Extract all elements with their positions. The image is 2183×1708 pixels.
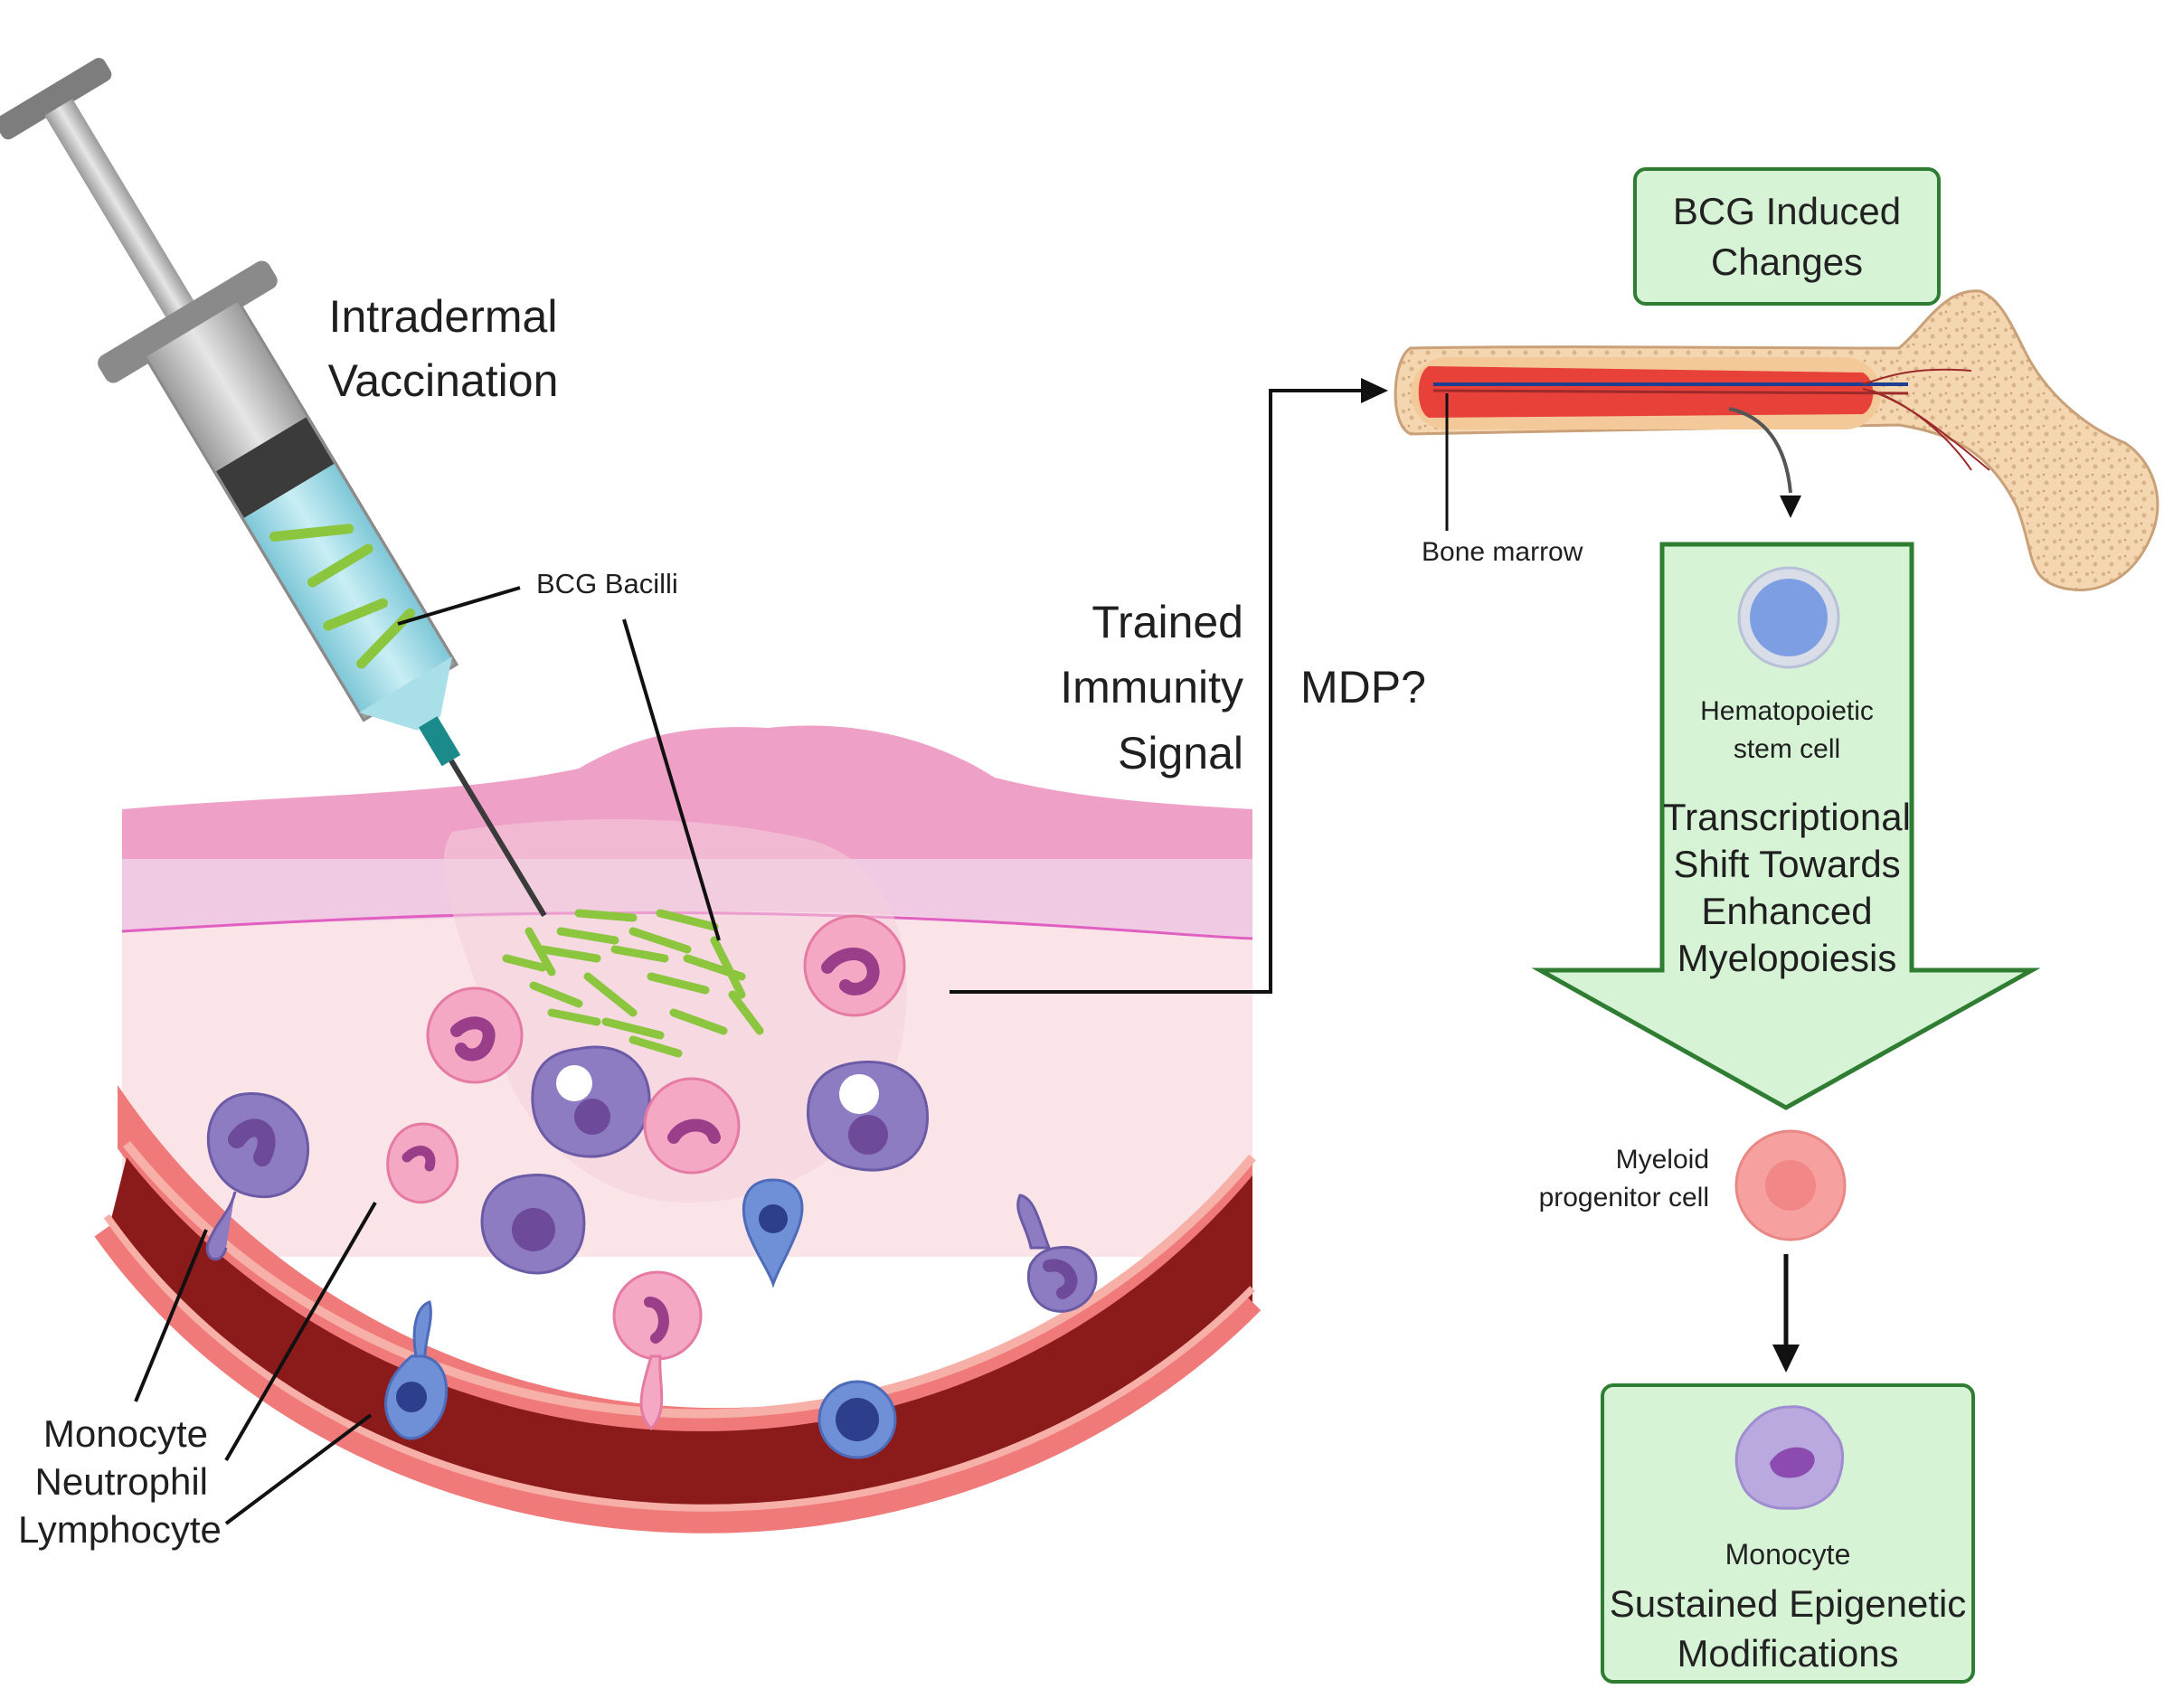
signal-line-trained: Trained xyxy=(1092,597,1243,647)
vacuole xyxy=(839,1074,879,1114)
lymphocyte-nucleus xyxy=(396,1382,427,1412)
header-box-line1: BCG Induced xyxy=(1672,190,1902,232)
syringe-tip xyxy=(359,656,452,731)
arrow-text-line4: Myelopoiesis xyxy=(1677,937,1897,979)
neutrophil-nucleus xyxy=(667,1118,721,1144)
monocyte-icon xyxy=(1734,1405,1844,1510)
neutrophil-cell xyxy=(426,986,524,1084)
curved-arrow xyxy=(1728,407,1792,494)
syringe-plunger-cap xyxy=(0,58,112,140)
myeloid-label-line1: Myeloid xyxy=(1615,1145,1709,1175)
arrowhead-icon xyxy=(1780,495,1801,518)
monocyte-tail xyxy=(1016,1194,1052,1250)
syringe-needle xyxy=(449,759,547,918)
bone-vessel-branches xyxy=(1862,368,1990,471)
trained-immunity-arrow xyxy=(950,389,1366,994)
syringe xyxy=(0,58,547,918)
monocyte-nucleus xyxy=(512,1208,555,1251)
monocyte-nucleus xyxy=(228,1118,276,1166)
hsc-label-line1: Hematopoietic xyxy=(1700,696,1874,726)
arrow-text-line3: Enhanced xyxy=(1701,890,1873,932)
neutrophil-nucleus xyxy=(821,948,880,996)
title-vaccination: Vaccination xyxy=(327,355,559,406)
bcg-bacilli-leader-syringe xyxy=(397,586,521,626)
syringe-flange xyxy=(98,260,278,383)
monocyte-tail xyxy=(205,1191,237,1260)
bcg-bacilli-label: BCG Bacilli xyxy=(536,568,678,599)
lymphocyte-nucleus xyxy=(759,1204,788,1233)
lymphocyte-tail xyxy=(412,1300,432,1358)
vessel-inner-wall-top xyxy=(123,1140,1256,1419)
lymphocyte-nucleus xyxy=(836,1398,879,1441)
syringe-liquid xyxy=(243,463,451,712)
tissue-cells xyxy=(205,914,1098,1459)
epidermis-bump xyxy=(122,725,1252,859)
vessel-lower-wall-inner xyxy=(103,1213,1255,1512)
bone-vessel xyxy=(1432,389,1909,395)
neutrophil-tail xyxy=(639,1354,664,1431)
skin-tissue xyxy=(121,725,1253,1257)
neutrophil-cell xyxy=(803,914,906,1017)
bcg-bacilli-cluster xyxy=(502,909,764,1058)
arrow-text-line2: Shift Towards xyxy=(1673,843,1901,885)
neutrophil-nucleus xyxy=(450,1016,496,1062)
femur-bone xyxy=(1394,289,2159,591)
vacuole xyxy=(556,1065,592,1101)
monocyte-nucleus xyxy=(574,1099,610,1135)
syringe-plunger-rod xyxy=(44,99,199,326)
myeloid-progenitor-nucleus xyxy=(1765,1160,1816,1211)
bone-marrow-label: Bone marrow xyxy=(1422,537,1583,567)
arrowhead-icon xyxy=(1361,378,1388,403)
bcg-induced-changes-box: BCG Induced Changes xyxy=(1633,167,1941,306)
neutrophil-nucleus xyxy=(644,1297,669,1344)
leader-lines-left xyxy=(134,586,721,1525)
neutrophil-cell xyxy=(612,1270,703,1361)
hsc-label-line2: stem cell xyxy=(1733,734,1841,764)
header-box-line2: Changes xyxy=(1710,241,1864,283)
monocyte-cell xyxy=(1026,1245,1098,1313)
cell-label-monocyte: Monocyte xyxy=(43,1412,208,1455)
syringe-hub xyxy=(418,716,461,767)
bcg-bacilli-leader-tissue xyxy=(622,618,721,941)
neutrophil-cell xyxy=(386,1122,459,1204)
myelopoiesis-arrow xyxy=(1531,542,2041,1110)
hsc-nucleus xyxy=(1750,579,1828,656)
lymphocyte-leader xyxy=(224,1413,373,1525)
monocyte-label: Monocyte xyxy=(1725,1538,1851,1571)
monocyte-nucleus xyxy=(848,1115,888,1155)
monocyte-nucleus xyxy=(1043,1259,1078,1299)
neutrophil-leader xyxy=(224,1201,377,1462)
arrowhead-icon xyxy=(1772,1345,1800,1373)
arrow-text-line1: Transcriptional xyxy=(1663,796,1911,838)
vessel-lower-wall xyxy=(94,1222,1262,1533)
cell-label-neutrophil: Neutrophil xyxy=(34,1460,208,1503)
cell-label-lymphocyte: Lymphocyte xyxy=(18,1508,222,1551)
final-line2: Modifications xyxy=(1677,1632,1899,1675)
signal-line-signal: Signal xyxy=(1118,728,1243,779)
signal-line-immunity: Immunity xyxy=(1060,662,1243,712)
syringe-plunger-head xyxy=(216,417,335,518)
myeloid-label-line2: progenitor cell xyxy=(1538,1183,1709,1213)
monocyte-leader xyxy=(134,1229,208,1402)
signal-question-mdp: MDP? xyxy=(1300,662,1426,712)
neutrophil-nucleus xyxy=(402,1146,436,1172)
title-intradermal: Intradermal xyxy=(328,291,558,342)
sustained-epigenetic-box: Monocyte Sustained Epigenetic Modificati… xyxy=(1601,1383,1975,1684)
final-line1: Sustained Epigenetic xyxy=(1609,1582,1967,1625)
